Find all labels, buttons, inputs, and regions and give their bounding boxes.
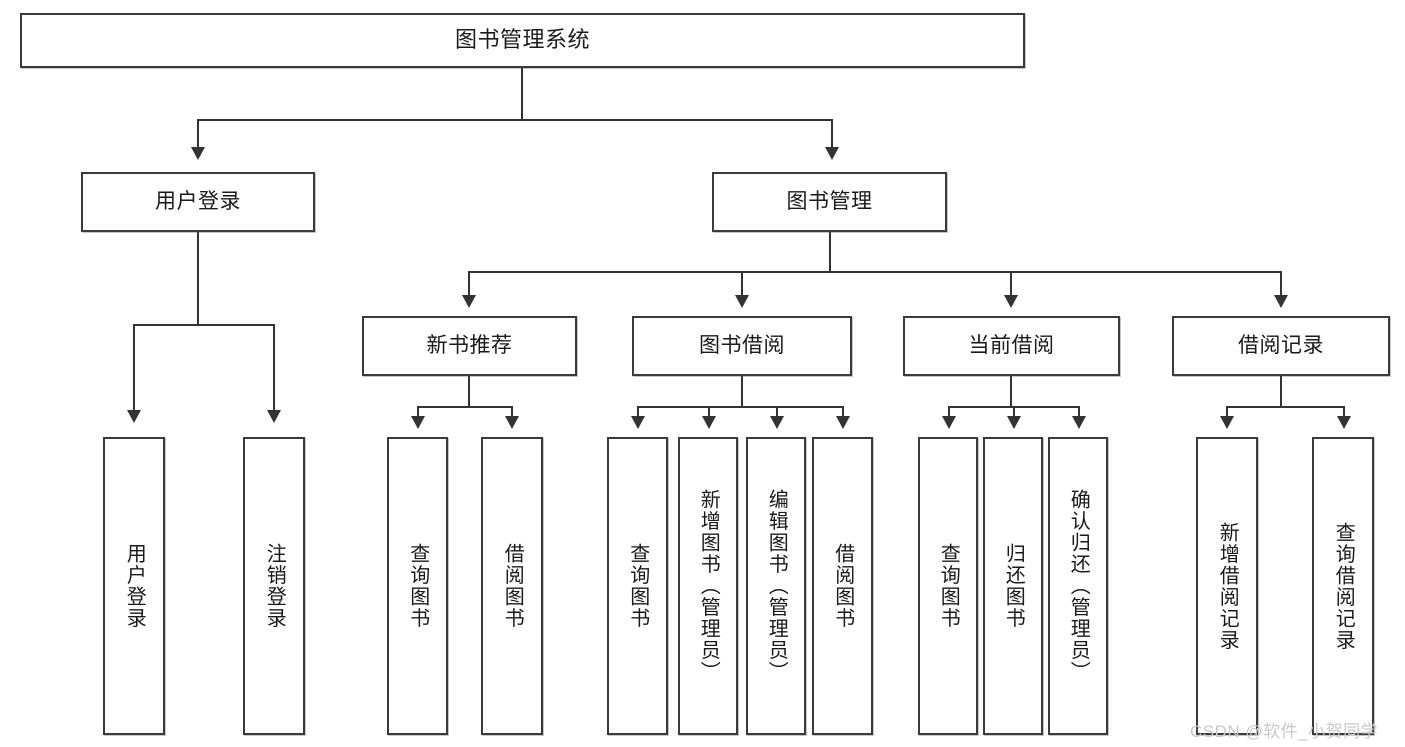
node-label: 确认归还（管理员） [1067, 489, 1090, 683]
node-current-borrow[interactable]: 当前借阅 [903, 316, 1120, 376]
connector-borrow-record-to-leaf-1 [1226, 406, 1228, 418]
arrowhead-current-borrow-leaf-1 [942, 416, 956, 429]
leaf-user-login-2[interactable]: 注销登录 [243, 437, 305, 735]
node-book-management[interactable]: 图书管理 [712, 172, 947, 232]
node-label: 图书借阅 [699, 334, 785, 358]
arrowhead-user-login-leaf-1 [127, 410, 141, 423]
connector-book-management-bus [468, 271, 1282, 273]
node-new-book-recommend[interactable]: 新书推荐 [362, 316, 577, 376]
connector-book-borrow-to-leaf-2 [708, 406, 710, 418]
connector-book-management-stem [829, 232, 831, 272]
connector-user-login-stem [197, 232, 199, 325]
connector-borrow-record-to-leaf-2 [1343, 406, 1345, 418]
arrowhead-new-book-leaf-1 [411, 416, 425, 429]
connector-root-to-user-login [197, 119, 199, 149]
arrowhead-book-borrow-leaf-3 [770, 416, 784, 429]
connector-book-borrow-to-leaf-3 [776, 406, 778, 418]
connector-user-login-bus [133, 324, 273, 326]
node-label: 借阅记录 [1238, 334, 1324, 358]
node-book-borrow[interactable]: 图书借阅 [632, 316, 852, 376]
node-label: 注销登录 [263, 543, 286, 629]
leaf-current-borrow-1[interactable]: 查询图书 [918, 437, 978, 735]
arrowhead-bm-current-borrow [1004, 295, 1018, 308]
node-label: 查询图书 [937, 543, 960, 629]
connector-current-borrow-to-leaf-1 [948, 406, 950, 418]
arrowhead-current-borrow-leaf-2 [1007, 416, 1021, 429]
connector-current-borrow-to-leaf-2 [1013, 406, 1015, 418]
arrowhead-new-book-leaf-2 [505, 416, 519, 429]
node-label: 归还图书 [1002, 543, 1025, 629]
node-label: 查询图书 [406, 543, 429, 629]
leaf-book-borrow-4[interactable]: 借阅图书 [812, 437, 873, 735]
leaf-borrow-record-1[interactable]: 新增借阅记录 [1196, 437, 1258, 735]
node-label: 查询图书 [626, 543, 649, 629]
node-label: 新增图书（管理员） [697, 489, 720, 683]
node-label: 新增借阅记录 [1216, 521, 1239, 651]
node-label: 图书管理 [786, 190, 873, 214]
node-label: 用户登录 [123, 543, 146, 629]
connector-borrow-record-bus [1226, 406, 1343, 408]
arrowhead-root-to-user-login [191, 147, 205, 160]
connector-book-borrow-stem [741, 376, 743, 407]
leaf-current-borrow-2[interactable]: 归还图书 [983, 437, 1043, 735]
connector-new-book-bus [417, 406, 511, 408]
arrowhead-current-borrow-leaf-3 [1072, 416, 1086, 429]
node-label: 借阅图书 [501, 543, 524, 629]
arrowhead-borrow-record-leaf-2 [1337, 416, 1351, 429]
node-user-login[interactable]: 用户登录 [81, 172, 315, 232]
leaf-book-borrow-1[interactable]: 查询图书 [607, 437, 668, 735]
leaf-book-borrow-3[interactable]: 编辑图书（管理员） [746, 437, 806, 735]
arrowhead-borrow-record-leaf-1 [1220, 416, 1234, 429]
arrowhead-book-borrow-leaf-2 [702, 416, 716, 429]
arrowhead-bm-borrow-record [1274, 295, 1288, 308]
node-root-book-management-system[interactable]: 图书管理系统 [20, 13, 1025, 68]
connector-user-login-to-leaf-2 [273, 324, 275, 412]
arrowhead-user-login-leaf-2 [267, 410, 281, 423]
connector-bm-to-book-borrow [741, 271, 743, 297]
node-label: 查询借阅记录 [1332, 521, 1355, 651]
connector-book-borrow-bus [637, 406, 842, 408]
connector-current-borrow-stem [1010, 376, 1012, 407]
connector-root-bus [197, 119, 833, 121]
arrowhead-book-borrow-leaf-4 [836, 416, 850, 429]
leaf-current-borrow-3[interactable]: 确认归还（管理员） [1048, 437, 1108, 735]
connector-current-borrow-to-leaf-3 [1078, 406, 1080, 418]
arrowhead-book-borrow-leaf-1 [631, 416, 645, 429]
leaf-book-borrow-2[interactable]: 新增图书（管理员） [678, 437, 738, 735]
connector-book-borrow-to-leaf-1 [637, 406, 639, 418]
connector-bm-to-borrow-record [1280, 271, 1282, 297]
connector-bm-to-current-borrow [1010, 271, 1012, 297]
node-borrow-record[interactable]: 借阅记录 [1172, 316, 1390, 376]
node-label: 新书推荐 [426, 334, 513, 358]
leaf-user-login-1[interactable]: 用户登录 [103, 437, 165, 735]
node-label: 图书管理系统 [454, 27, 590, 53]
node-label: 借阅图书 [831, 543, 854, 629]
connector-root-stem [521, 68, 523, 120]
connector-borrow-record-stem [1280, 376, 1282, 407]
connector-bm-to-new-book [468, 271, 470, 297]
connector-new-book-to-leaf-2 [511, 406, 513, 418]
leaf-new-book-2[interactable]: 借阅图书 [481, 437, 543, 735]
leaf-new-book-1[interactable]: 查询图书 [387, 437, 448, 735]
arrowhead-bm-book-borrow [735, 295, 749, 308]
connector-book-borrow-to-leaf-4 [842, 406, 844, 418]
arrowhead-bm-new-book [462, 295, 476, 308]
connector-new-book-to-leaf-1 [417, 406, 419, 418]
csdn-watermark: CSDN @软件_小贺同学 [1190, 722, 1379, 741]
connector-new-book-stem [468, 376, 470, 407]
connector-root-to-book-management [831, 119, 833, 149]
leaf-borrow-record-2[interactable]: 查询借阅记录 [1312, 437, 1374, 735]
node-label: 编辑图书（管理员） [765, 489, 788, 683]
node-label: 用户登录 [155, 190, 241, 214]
arrowhead-root-to-book-management [825, 147, 839, 160]
connector-user-login-to-leaf-1 [133, 324, 135, 412]
node-label: 当前借阅 [968, 334, 1055, 358]
